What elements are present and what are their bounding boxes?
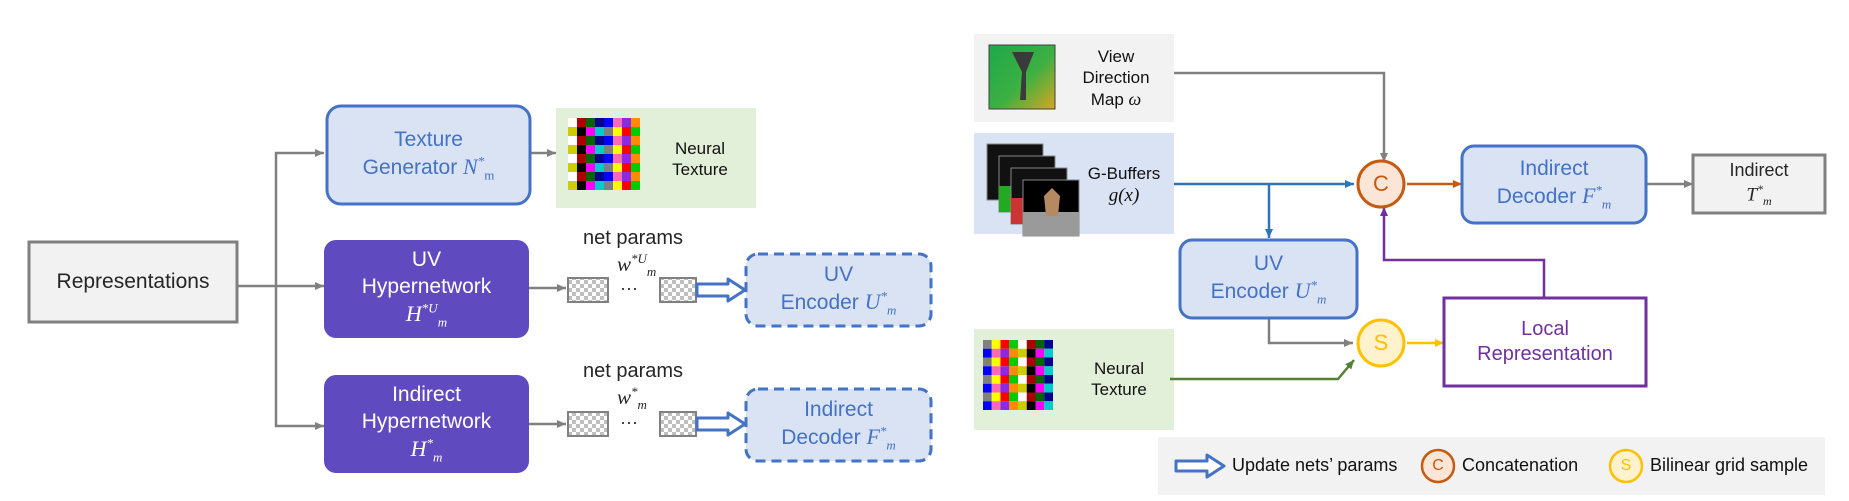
neural-texture-label-right: Neural Texture — [1091, 358, 1147, 399]
view-direction-label: View Direction Map ω — [1082, 46, 1150, 110]
texture-generator-label: Texture Generator N*m — [362, 127, 495, 183]
update-arrow-indirect — [695, 411, 747, 437]
legend-panel — [1158, 437, 1825, 495]
legend-update-label: Update nets’ params — [1232, 455, 1398, 475]
left-connectors — [237, 149, 566, 430]
gbuffer-stack-icon — [986, 143, 1080, 237]
uv-encoder-dashed-label: UV Encoder U*m — [780, 262, 897, 318]
update-arrow-uv — [695, 277, 747, 303]
view-figure-icon — [1012, 52, 1034, 100]
gbuffers-label: G-Buffers g(x) — [1087, 163, 1161, 206]
uv-hypernetwork-box — [324, 240, 529, 338]
legend-sample-label: Bilinear grid sample — [1650, 455, 1809, 475]
indirect-decoder-dashed-label: Indirect Decoder F*m — [781, 397, 896, 453]
uv-encoder-box — [1178, 238, 1359, 320]
net-params-label-indirect: net params — [583, 360, 684, 382]
indirect-output-label: Indirect T*m — [1729, 160, 1789, 208]
indirect-hypernetwork-label: Indirect Hypernetwork H*m — [361, 383, 492, 465]
indirect-decoder-box — [1460, 144, 1648, 225]
sample-node — [1356, 318, 1406, 368]
texture-generator-box — [325, 104, 532, 206]
net-params-label-uv: net params — [583, 227, 684, 249]
uv-encoder-label: UV Encoder U*m — [1210, 251, 1327, 307]
legend-concat-symbol: C — [1432, 457, 1444, 474]
uv-encoder-dashed-box — [744, 252, 933, 328]
legend-sample-icon — [1608, 448, 1644, 484]
representations-label: Representations — [56, 269, 210, 293]
uv-hypernetwork-label: UV Hypernetwork H*Um — [361, 248, 492, 330]
legend-update-arrow-icon — [1174, 453, 1226, 479]
legend-concat-label: Concatenation — [1462, 455, 1579, 475]
concat-node — [1356, 159, 1406, 209]
sample-node-label: S — [1373, 330, 1389, 356]
net-params-dots-uv: ··· — [620, 278, 638, 298]
indirect-decoder-dashed-box — [744, 387, 933, 463]
neural-texture-image-left — [568, 118, 640, 190]
local-representation-box — [1442, 296, 1648, 388]
legend-concat-icon — [1420, 448, 1456, 484]
param-block-uv-a — [567, 277, 609, 303]
indirect-hypernetwork-box — [324, 375, 529, 473]
indirect-decoder-label: Indirect Decoder F*m — [1496, 157, 1612, 212]
param-block-ind-b — [659, 411, 697, 437]
concat-node-label: C — [1373, 171, 1389, 197]
neural-texture-label-left: Neural Texture — [672, 138, 728, 179]
net-params-dots-indirect: ··· — [620, 412, 638, 432]
local-representation-label: Local Representation — [1477, 318, 1613, 365]
representations-box — [27, 240, 239, 324]
right-connectors — [1170, 71, 1693, 381]
indirect-output-box — [1691, 153, 1827, 215]
net-params-symbol-indirect: w*m — [617, 384, 647, 413]
legend-sample-symbol: S — [1620, 457, 1632, 474]
net-params-symbol-uv: w*Um — [617, 251, 657, 280]
neural-texture-image-right — [983, 340, 1053, 410]
param-block-uv-b — [659, 277, 697, 303]
param-block-ind-a — [567, 411, 609, 437]
